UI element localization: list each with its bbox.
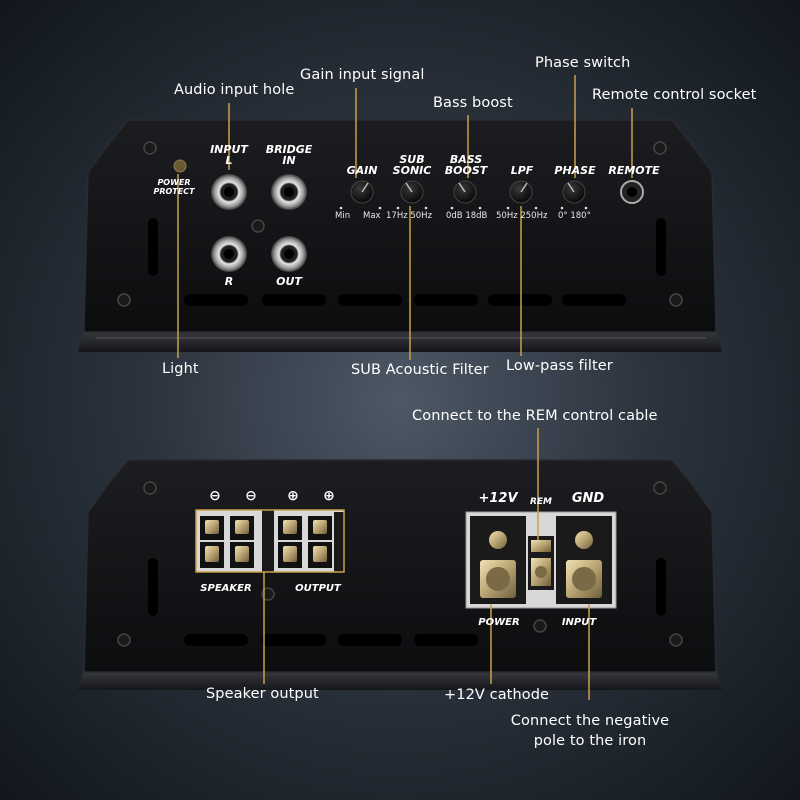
rem-label: REM [529, 497, 553, 507]
bass-boost-label: BASS BOOST [443, 154, 489, 176]
phase-label: PHASE [554, 164, 596, 177]
power-led [173, 159, 187, 173]
power-protect-line2: PROTECT [153, 187, 195, 196]
gain-label: GAIN [346, 164, 378, 177]
power-label: POWER [478, 617, 520, 628]
callout-connect-rem-cable: Connect to the REM control cable [412, 408, 658, 424]
power-protect-line1: POWER [157, 178, 191, 187]
callout-gain-input-signal: Gain input signal [300, 67, 425, 83]
callout-phase-switch: Phase switch [535, 55, 631, 71]
bass-label-line2: BOOST [444, 164, 488, 177]
gain-knob[interactable] [350, 180, 374, 204]
lpf-label: LPF [510, 164, 534, 177]
callout-sub-acoustic-filter: SUB Acoustic Filter [351, 362, 489, 378]
input-label-line1: INPUT [210, 143, 248, 156]
remote-label: REMOTE [608, 164, 660, 177]
out-label: OUT [276, 275, 302, 288]
side-vent [148, 218, 158, 276]
callout-light: Light [162, 361, 199, 377]
speaker-minus-1: ⊖ [209, 488, 221, 504]
callout-audio-input-hole: Audio input hole [174, 82, 295, 98]
callout-bass-boost: Bass boost [433, 95, 513, 111]
input-label-rear: INPUT [561, 617, 597, 628]
callout-lines [177, 75, 633, 700]
power-protect-label: POWER PROTECT [148, 178, 200, 196]
bass-scale-label: 0dB 18dB [446, 211, 488, 221]
front-panel [78, 119, 722, 352]
gain-min-label: Min [335, 211, 351, 221]
bridge-in-label: BRIDGE IN [258, 144, 320, 166]
speaker-plus-1: ⊕ [287, 488, 299, 504]
phase-switch[interactable] [562, 180, 586, 204]
rear-panel [78, 459, 722, 690]
lpf-knob[interactable] [509, 180, 533, 204]
subsonic-knob[interactable] [400, 180, 424, 204]
plus12v-label: +12V [478, 491, 518, 506]
output-label: OUTPUT [295, 583, 341, 594]
sub-label-line2: SONIC [392, 164, 432, 177]
gain-max-label: Max [363, 211, 381, 221]
side-vent [656, 218, 666, 276]
input-l-label: INPUT L [204, 144, 254, 166]
bass-boost-knob[interactable] [453, 180, 477, 204]
bass-label-line1: BASS [449, 153, 483, 166]
subsonic-scale-label: 17Hz 50Hz [386, 211, 433, 221]
remote-socket[interactable] [620, 180, 644, 204]
bridge-label-line2: IN [282, 154, 296, 167]
power-terminal-block[interactable] [465, 511, 617, 609]
speaker-terminal-block[interactable] [195, 509, 345, 573]
speaker-minus-2: ⊖ [245, 488, 257, 504]
phase-scale-label: 0° 180° [558, 211, 591, 221]
sub-label-line1: SUB [399, 153, 425, 166]
lpf-scale-label: 50Hz 250Hz [496, 211, 548, 221]
callout-connect-negative-line1: Connect the negative [510, 713, 670, 729]
callout-connect-negative: Connect the negative pole to the iron [505, 711, 675, 751]
callout-connect-negative-line2: pole to the iron [533, 733, 647, 749]
gnd-label: GND [571, 491, 605, 506]
callout-remote-control-socket: Remote control socket [592, 87, 757, 103]
r-label: R [224, 275, 234, 288]
callout-low-pass-filter: Low-pass filter [506, 358, 613, 374]
speaker-plus-2: ⊕ [323, 488, 335, 504]
input-label-line2: L [225, 154, 233, 167]
callout-speaker-output: Speaker output [206, 686, 319, 702]
bridge-label-line1: BRIDGE [265, 143, 313, 156]
subsonic-label: SUB SONIC [390, 154, 434, 176]
speaker-label: SPEAKER [200, 583, 252, 594]
callout-plus12v-cathode: +12V cathode [444, 687, 550, 703]
